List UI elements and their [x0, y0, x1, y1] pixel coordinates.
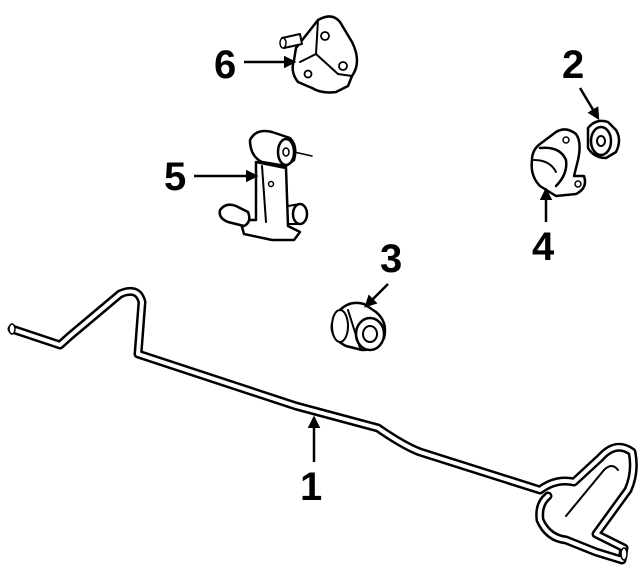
link-part-5: [218, 129, 313, 242]
callout-2: 2: [562, 43, 584, 87]
callout-1: 1: [300, 465, 322, 509]
arrow-3: [364, 283, 389, 308]
bushing-part-2: [586, 119, 621, 160]
arrow-2: [578, 87, 600, 121]
callout-5: 5: [164, 155, 186, 199]
bracket-part-4: [530, 128, 587, 198]
mount-bracket-part-6: [279, 15, 359, 94]
stabilizer-bar: [7, 286, 638, 565]
callout-6: 6: [214, 43, 236, 87]
callout-3: 3: [380, 237, 402, 281]
callout-4: 4: [532, 225, 555, 269]
callout-numbers: 1 2 3 4 5 6: [164, 43, 584, 509]
leader-arrows: [194, 55, 600, 462]
bushing-part-3: [330, 301, 387, 352]
